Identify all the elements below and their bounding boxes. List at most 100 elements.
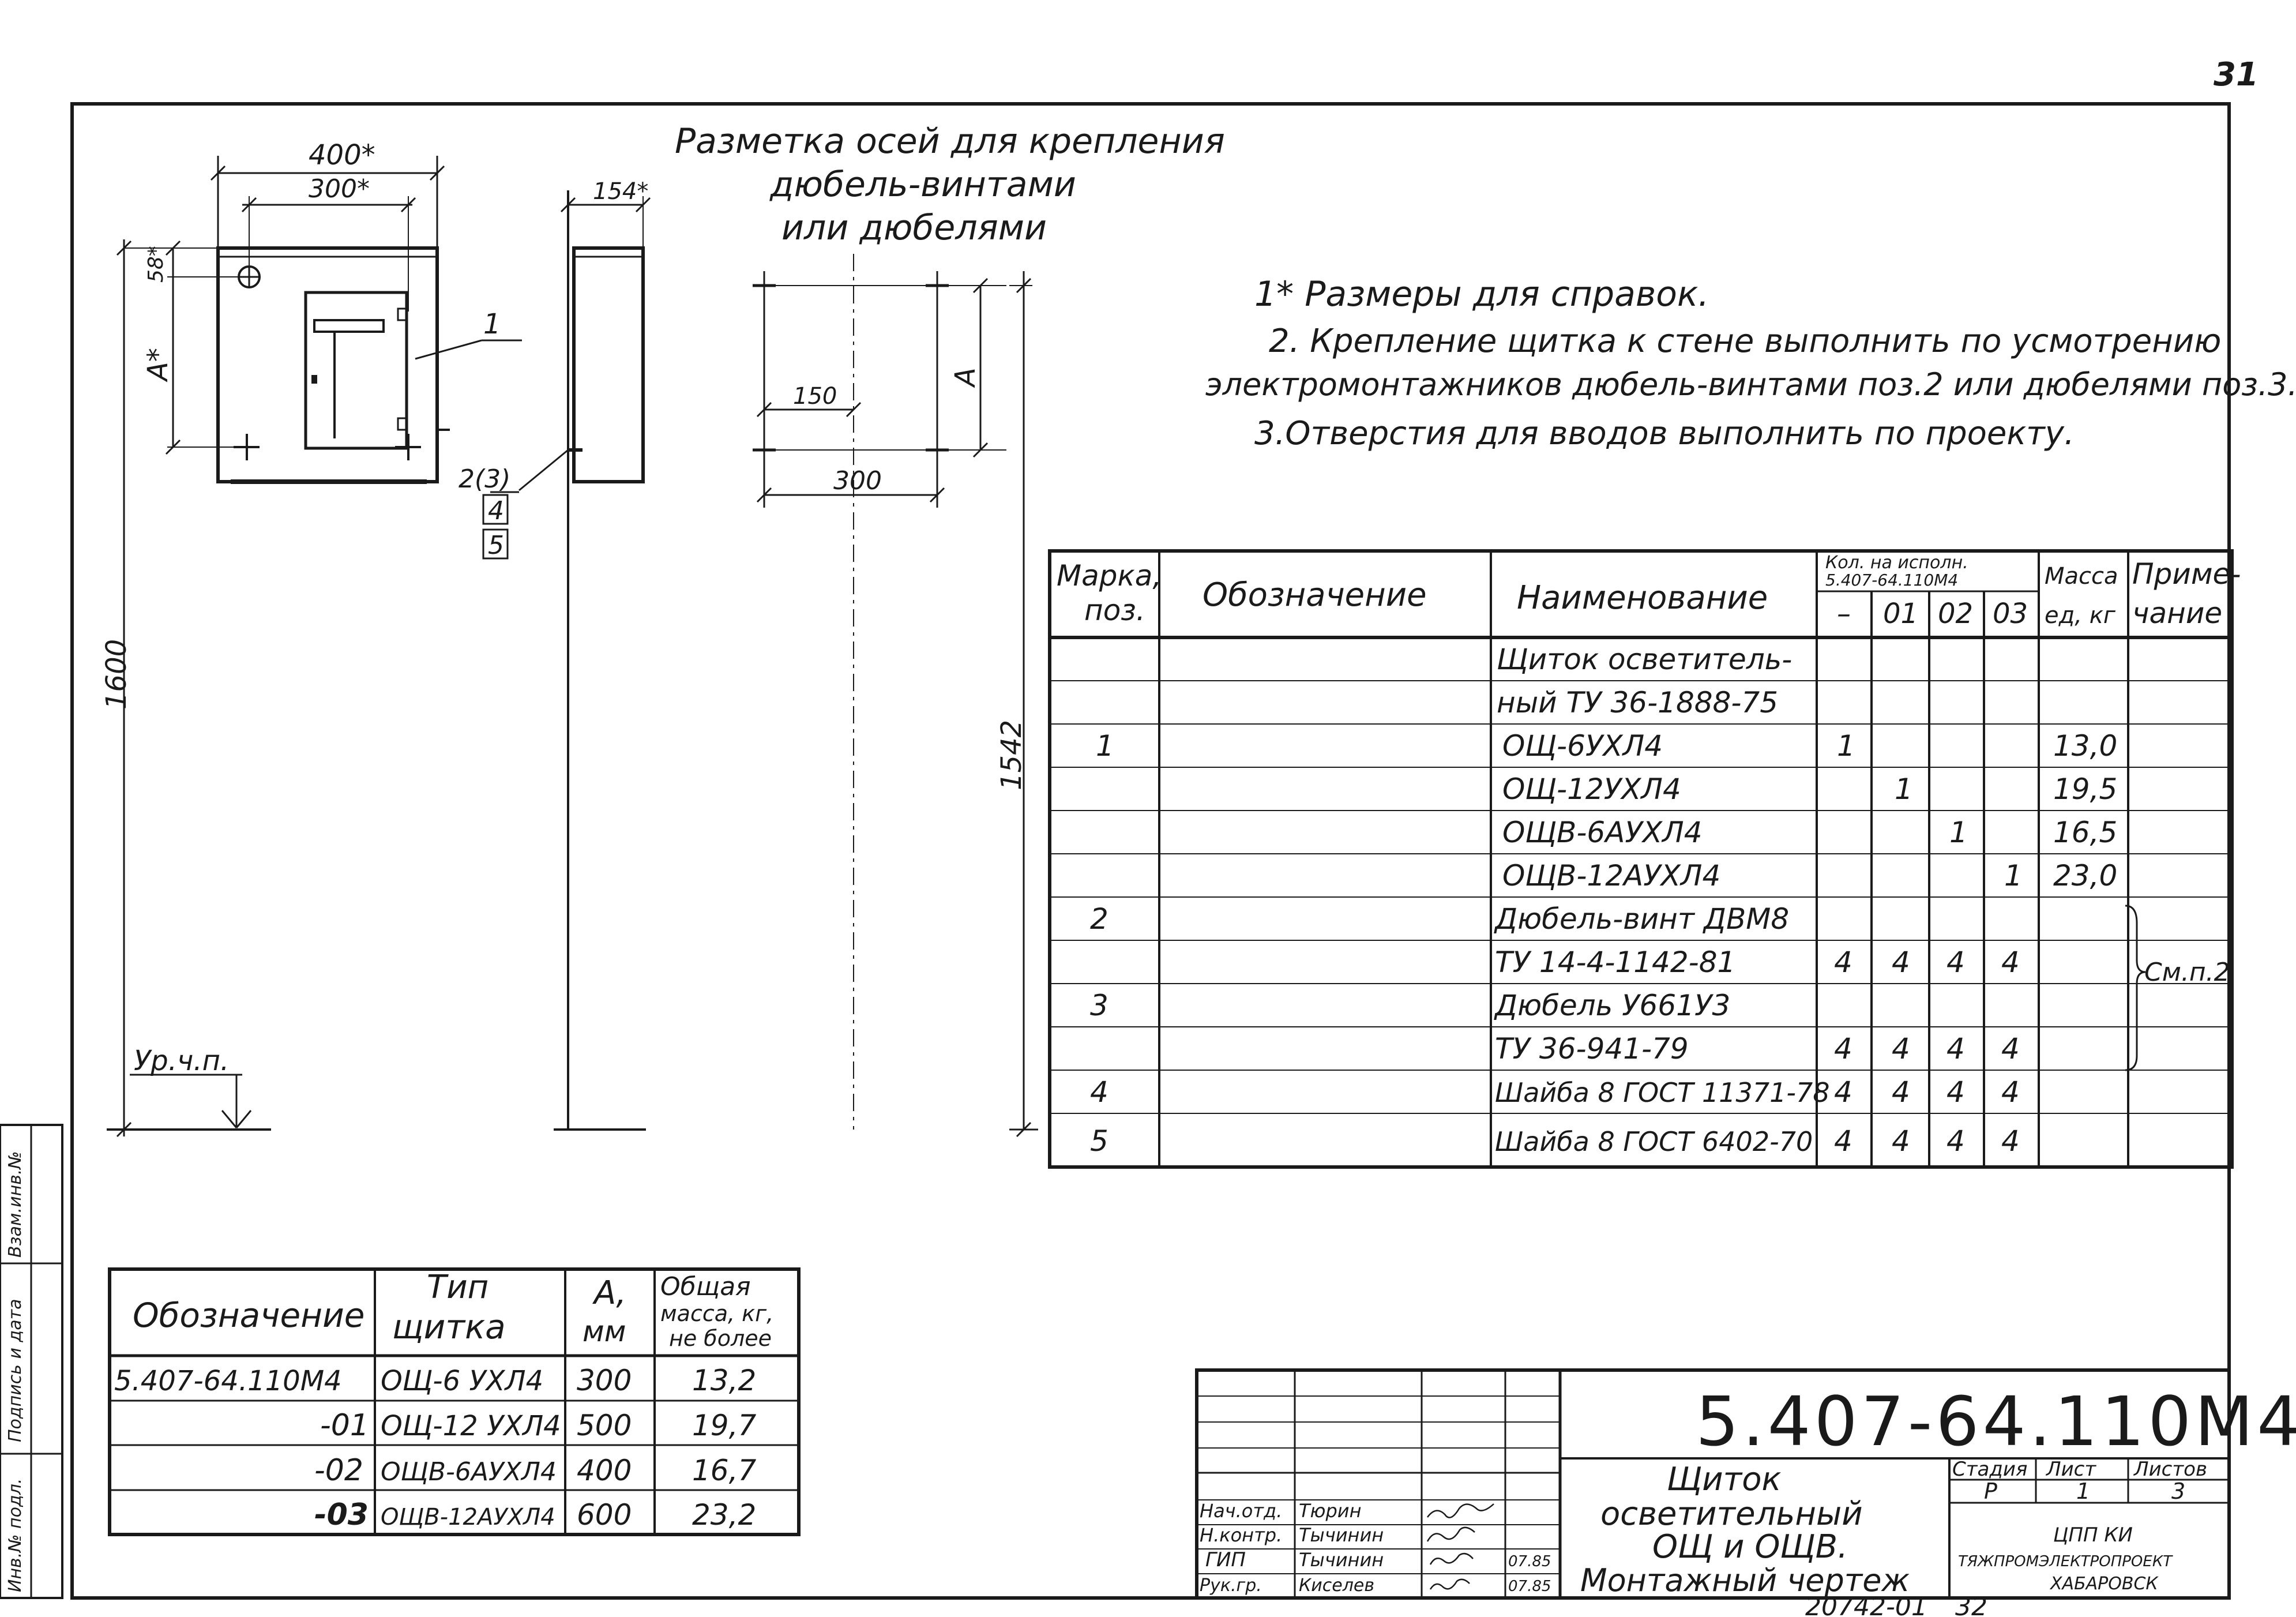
spec-cell-q0: 4 — [1834, 1032, 1852, 1066]
spec-cell-name: ТУ 14-4-1142-81 — [1495, 946, 1735, 979]
spec-cell-mark: 2 — [1090, 902, 1108, 936]
spec-h-designation: Обозначение — [1203, 576, 1427, 614]
spec-cell-q1: 4 — [1892, 1032, 1910, 1066]
bottom-page: 32 — [1955, 1592, 1987, 1617]
callout-washer-5: 5 — [488, 531, 504, 560]
spec-cell-mark: 1 — [1096, 729, 1114, 763]
spec-cell-q1: 4 — [1892, 1124, 1910, 1158]
note-3: 3.Отверстия для вводов выполнить по прое… — [1254, 415, 2075, 452]
spec-cell-q2: 4 — [1946, 946, 1965, 979]
spec-cell-q2: 1 — [1949, 816, 1968, 849]
spec-cell-mass: 13,0 — [2053, 729, 2117, 763]
org-line-1: ЦПП КИ — [2053, 1524, 2133, 1547]
var-h-mass2: масса, кг, — [660, 1301, 773, 1326]
position-label: 1 — [483, 308, 501, 340]
spec-row: 2 Дюбель-винт ДВМ8 — [1090, 902, 1789, 936]
variant-row: -03 ОЩВ-12АУХЛ4 600 23,2 — [314, 1498, 756, 1532]
stamp-inv-original: Инв.№ подл. — [5, 1479, 25, 1592]
spec-cell-mark: 4 — [1090, 1075, 1108, 1109]
dim-top-offset: 58* — [144, 246, 168, 283]
note-2-line1: 2. Крепление щитка к стене выполнить по … — [1269, 322, 2221, 360]
var-h-mass3: не более — [669, 1326, 772, 1351]
spec-cell-q0: 1 — [1837, 729, 1855, 763]
title-line-1: Щиток — [1667, 1461, 1782, 1498]
spec-h-mark2: поз. — [1084, 594, 1145, 627]
side-dim-height: 1542 — [995, 720, 1028, 790]
var-cell-mass: 13,2 — [692, 1364, 756, 1397]
spec-row: 5 Шайба 8 ГОСТ 6402-70 4 4 4 4 — [1090, 1124, 2020, 1158]
spec-cell-q3: 4 — [2001, 946, 2020, 979]
spec-row: ОЩВ-12АУХЛ4 1 23,0 — [1502, 859, 2117, 892]
stamp-sign-date: Подпись и дата — [5, 1299, 25, 1443]
dim-width-total: 400* — [309, 139, 375, 171]
spec-cell-q3: 4 — [2001, 1032, 2020, 1066]
var-h-type1: Тип — [427, 1269, 488, 1306]
callout-fastener: 2(3) — [459, 464, 510, 494]
spec-row: ОЩ-12УХЛ4 1 19,5 — [1502, 772, 2117, 806]
spec-row-lines — [1050, 680, 2232, 1114]
spec-row: ный ТУ 36-1888-75 — [1497, 686, 1778, 719]
spec-h-note2: чание — [2132, 596, 2222, 630]
spec-row: ТУ 14-4-1142-81 4 4 4 4 — [1495, 946, 2020, 979]
signer-role: Н.контр. — [1200, 1524, 1282, 1546]
spec-cell-name: ОЩВ-6АУХЛ4 — [1502, 816, 1703, 849]
spec-h-qcol-3: 03 — [1993, 598, 2028, 630]
var-cell-type: ОЩВ-6АУХЛ4 — [381, 1457, 557, 1487]
var-h-a1: А, — [592, 1274, 626, 1312]
dim-depth: 154* — [593, 178, 648, 205]
spec-row: Щиток осветитель- — [1497, 643, 1792, 676]
var-cell-designation: 5.407-64.110М4 — [114, 1365, 342, 1397]
var-cell-a: 600 — [577, 1498, 632, 1532]
var-h-mass1: Общая — [660, 1272, 751, 1301]
spec-h-mark1: Марка, — [1057, 559, 1162, 592]
marking-title-1: Разметка осей для крепления — [675, 121, 1225, 162]
spec-cell-q1: 4 — [1892, 1075, 1910, 1109]
panel-side — [572, 246, 645, 483]
title-line-3: ОЩ и ОЩВ. — [1652, 1528, 1848, 1566]
org-line-3: ХАБАРОВСК — [2049, 1574, 2159, 1594]
notes: 1* Размеры для справок. 2. Крепление щит… — [1205, 274, 2296, 452]
spec-cell-q3: 4 — [2001, 1075, 2020, 1109]
spec-cell-name: ОЩ-12УХЛ4 — [1502, 772, 1681, 806]
spec-row: 4 Шайба 8 ГОСТ 11371-78 4 4 4 4 — [1090, 1075, 2020, 1109]
spec-row: ТУ 36-941-79 4 4 4 4 — [1495, 1032, 2020, 1066]
doc-number: 5.407-64.110М4 — [1696, 1382, 2296, 1461]
title-line-4: Монтажный чертеж — [1580, 1562, 1910, 1599]
var-cell-a: 300 — [577, 1364, 632, 1397]
page-number: 31 — [2214, 56, 2259, 93]
signer-row: Нач.отд. Тюрин — [1200, 1500, 1494, 1522]
spec-cell-q3: 4 — [2001, 1124, 2020, 1158]
var-h-designation: Обозначение — [133, 1296, 364, 1335]
front-view: 400* 300* 58* A* 1600 1 Ур.ч.п. — [100, 139, 522, 1138]
variant-row: -01 ОЩ-12 УХЛ4 500 19,7 — [320, 1408, 757, 1443]
spec-cell-name: Дюбель-винт ДВМ8 — [1494, 902, 1789, 936]
marking-dim-300: 300 — [833, 466, 882, 496]
spec-cell-q0: 4 — [1834, 1075, 1852, 1109]
var-h-type2: щитка — [392, 1307, 506, 1346]
spec-cell-mark: 3 — [1090, 989, 1108, 1022]
sheet-value: 1 — [2076, 1479, 2090, 1504]
spec-cell-q2: 4 — [1946, 1032, 1965, 1066]
marking-title-3: или дюбелями — [781, 208, 1047, 248]
dim-height-a: A* — [142, 348, 174, 382]
spec-cell-name: ТУ 36-941-79 — [1495, 1032, 1689, 1066]
var-h-a2: мм — [583, 1315, 626, 1348]
spec-h-qty2: 5.407-64.110М4 — [1825, 571, 1958, 590]
spec-cell-name: Дюбель У661У3 — [1494, 989, 1730, 1022]
side-stamp: Взам.инв.№ Подпись и дата Инв.№ подл. — [0, 1124, 63, 1599]
spec-cell-mass: 19,5 — [2053, 772, 2117, 806]
stage-label: Стадия — [1952, 1458, 2027, 1481]
spec-brace — [2125, 905, 2146, 1071]
var-cell-type: ОЩ-6 УХЛ4 — [381, 1365, 543, 1397]
spec-cell-q2: 4 — [1946, 1124, 1965, 1158]
var-cell-mass: 16,7 — [692, 1454, 757, 1487]
spec-cell-mass: 23,0 — [2053, 859, 2117, 892]
spec-cell-name: ОЩВ-12АУХЛ4 — [1502, 859, 1720, 892]
spec-h-qcol-2: 02 — [1938, 598, 1973, 630]
stamp-replace-inv: Взам.инв.№ — [5, 1151, 25, 1258]
spec-cell-name: ный ТУ 36-1888-75 — [1497, 686, 1778, 719]
spec-cell-name: Шайба 8 ГОСТ 6402-70 — [1495, 1126, 1813, 1157]
spec-row: 3 Дюбель У661У3 — [1090, 989, 1730, 1022]
spec-cell-q0: 4 — [1834, 1124, 1852, 1158]
